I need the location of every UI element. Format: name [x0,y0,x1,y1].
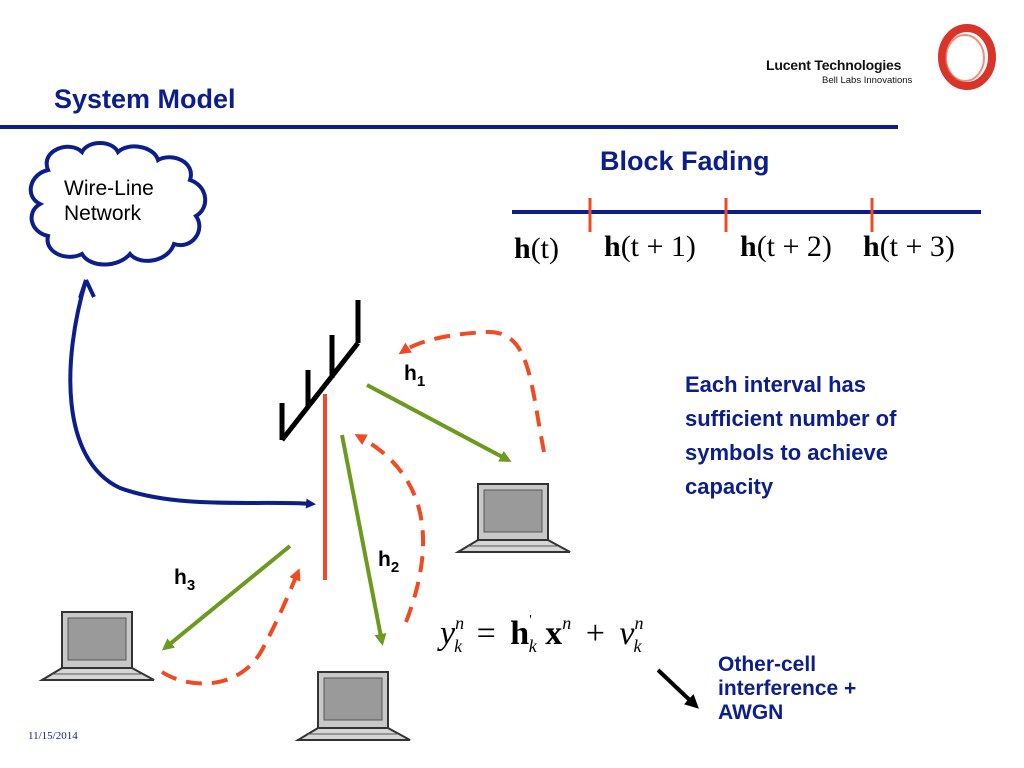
interval-label-3: h(t + 3) [863,230,955,264]
channel-h3-sub: 3 [186,577,196,594]
eq-v: v [619,615,635,652]
interference-note-line: AWGN [718,701,784,724]
interval-note-line: Each interval has [685,372,866,397]
antenna-icon [279,300,361,442]
page-title: System Model [54,84,236,114]
interval-label-1: h(t + 1) [604,230,696,264]
feedback-h2-arrow [354,434,425,623]
brand-tagline: Bell Labs Innovations [822,75,913,86]
channel-h1-sub: 1 [416,373,426,390]
cloud-label-line2: Network [64,202,142,225]
interval-label-0: h(t) [514,232,559,266]
eq-y-sub: k [454,636,463,656]
lucent-ring-icon [938,24,996,90]
interval-1-arg: (t + 1) [620,230,696,263]
interval-1-h: h [604,230,621,263]
eq-plus: + [585,615,605,652]
interference-arrow [656,668,699,709]
interval-note-line: sufficient number of [685,406,897,431]
channel-h2-label: h2 [378,548,399,576]
interval-0-arg: (t) [530,232,560,265]
eq-h-prime: ' [529,613,532,628]
interval-2-h: h [740,230,757,263]
interval-note: Each interval has sufficient number of s… [685,368,985,504]
eq-y-sup: n [455,613,465,633]
slide-date: 11/15/2014 [28,730,78,742]
channel-h3-arrow [161,544,292,651]
channel-h2-sub: 2 [390,559,400,576]
interval-note-line: symbols to achieve [685,440,888,465]
laptop-icon [38,611,155,681]
block-fading-timeline [512,198,981,232]
eq-y: y [440,615,456,652]
interference-note-line: interference + [718,677,857,700]
interval-0-h: h [514,232,531,265]
backhaul-link [68,279,316,509]
eq-v-sub: k [633,636,642,656]
feedback-h3-arrow [160,568,301,686]
eq-h: h [510,615,530,652]
channel-h3-symbol: h [174,566,187,589]
cloud-label-line1: Wire-Line [64,177,154,200]
block-fading-heading: Block Fading [600,146,770,176]
signal-equation: ynk = h'k xn + vnk [440,613,644,656]
cloud-label: Wire-Line Network [64,176,154,226]
laptop-icon [294,671,411,741]
channel-h2-arrow [340,434,387,646]
cloud-icon [28,141,207,267]
interval-3-h: h [863,230,880,263]
feedback-h1-arrow [398,329,546,453]
eq-x-sup: n [562,613,572,633]
eq-equals: = [476,615,496,652]
interval-3-arg: (t + 3) [879,230,955,263]
interval-label-2: h(t + 2) [740,230,832,264]
interval-2-arg: (t + 2) [756,230,832,263]
eq-h-sub: k [528,636,537,656]
brand-name: Lucent Technologies [766,57,902,73]
channel-h3-label: h3 [174,566,195,594]
eq-v-sup: n [634,613,644,633]
eq-x: x [545,615,563,652]
laptop-icon [454,483,571,553]
interference-note: Other-cell interference + AWGN [718,653,856,725]
channel-h1-symbol: h [404,362,417,385]
interference-note-line: Other-cell [718,653,817,676]
channel-h2-symbol: h [378,548,391,571]
interval-note-line: capacity [685,474,774,499]
channel-h1-arrow [366,383,512,462]
title-divider [0,125,898,129]
channel-h1-label: h1 [404,362,425,390]
